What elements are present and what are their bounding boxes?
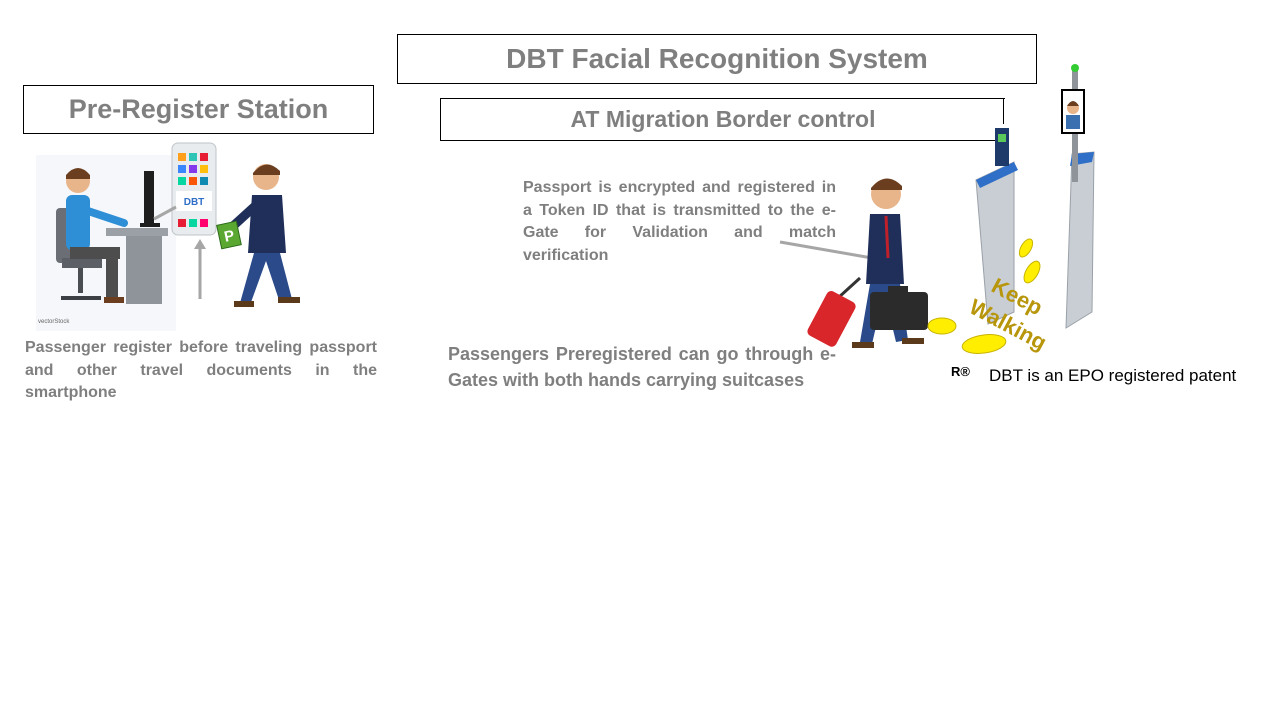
chair-seat xyxy=(62,258,102,268)
p-card xyxy=(216,220,242,250)
egate-screen xyxy=(995,128,1009,166)
app-grid xyxy=(178,153,208,227)
footprint-3 xyxy=(1023,260,1041,284)
worker-shirt xyxy=(66,195,90,250)
border-control-heading: AT Migration Border control xyxy=(440,98,1005,141)
egate-screen-green xyxy=(998,134,1006,142)
pre-register-illustration: vectorStock DBT P xyxy=(36,142,300,331)
egate-left-top xyxy=(976,162,1018,188)
dbt-app-panel xyxy=(176,191,212,211)
briefcase-handle xyxy=(888,286,908,292)
pre-register-description: Passenger register before traveling pass… xyxy=(25,339,377,401)
phone-dbt-label: DBT xyxy=(184,197,205,208)
pre-register-heading: Pre-Register Station xyxy=(23,85,374,134)
traveler-hair xyxy=(871,178,902,190)
worker-hair xyxy=(66,168,90,179)
red-suitcase xyxy=(807,291,856,347)
monitor-stand xyxy=(140,223,160,227)
face-hair xyxy=(1067,101,1079,106)
token-pointer-arrow xyxy=(779,240,873,260)
desk-arrow xyxy=(153,205,177,221)
passport-token-description: Passport is encrypted and registered in … xyxy=(523,179,836,264)
desk-top xyxy=(106,228,168,236)
man-trousers xyxy=(240,253,292,305)
up-arrow-head xyxy=(194,239,206,249)
egate-right-panel xyxy=(1065,151,1095,329)
footprint-2 xyxy=(961,334,1007,354)
footprint-4 xyxy=(1018,238,1034,258)
worker-shoe xyxy=(104,297,124,303)
registered-mark: R® xyxy=(951,364,970,379)
egate-illustration xyxy=(779,64,1095,354)
chair-stem xyxy=(78,268,83,293)
worker-shin xyxy=(106,251,118,299)
p-card-letter: P xyxy=(223,227,236,246)
traveler-jacket xyxy=(866,214,904,284)
traveler-shoe-left xyxy=(852,342,874,348)
suitcase-handle xyxy=(836,276,862,300)
black-briefcase xyxy=(870,292,928,330)
man-hair xyxy=(253,164,280,175)
main-title: DBT Facial Recognition System xyxy=(397,34,1037,84)
traveler-tie xyxy=(884,215,890,259)
man-shoe-right xyxy=(278,297,300,303)
worker-arm xyxy=(84,207,128,227)
desk-cabinet xyxy=(126,236,162,304)
egate-left-panel xyxy=(975,161,1015,325)
footprint-1 xyxy=(927,317,957,335)
heading-border-line xyxy=(1003,98,1004,124)
patent-statement: DBT is an EPO registered patent xyxy=(989,366,1237,385)
traveler-shoe-right xyxy=(902,338,924,344)
camera-status-light xyxy=(1071,64,1079,72)
watermark: vectorStock xyxy=(38,319,70,325)
face-shoulders xyxy=(1066,115,1080,129)
monitor xyxy=(144,171,154,223)
passengers-description: Passengers Preregistered can go through … xyxy=(448,344,836,390)
man-shoe-left xyxy=(234,301,254,307)
